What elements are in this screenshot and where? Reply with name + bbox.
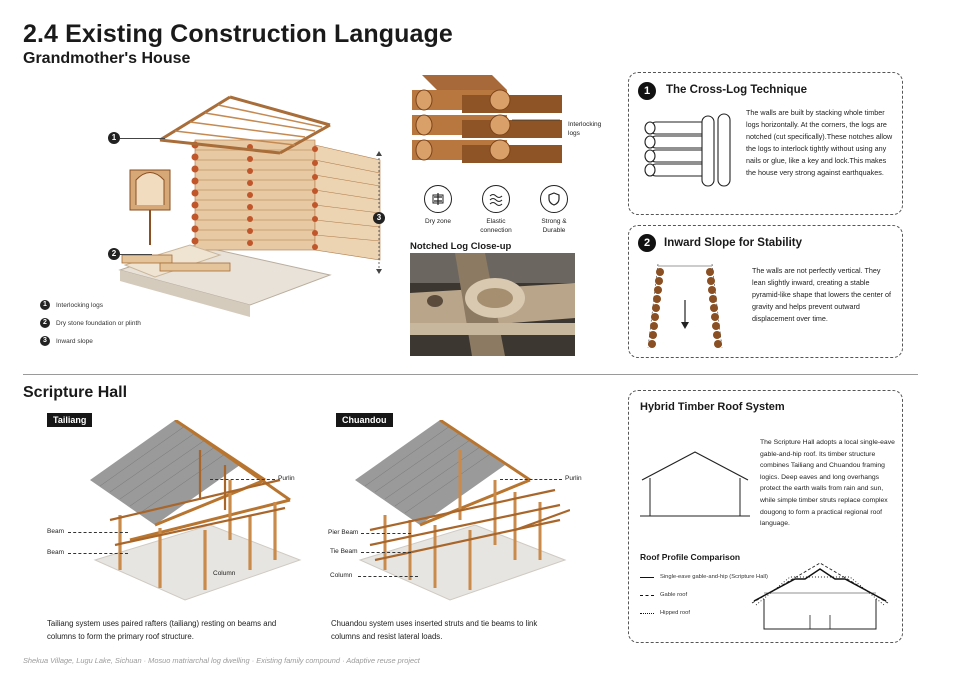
page-title: 2.4 Existing Construction Language: [23, 20, 453, 48]
tailiang-structure-illustration: [90, 420, 302, 601]
tailiang-beam-label-2: Beam: [47, 549, 64, 556]
card-2-text: The walls are not perfectly vertical. Th…: [752, 266, 892, 323]
house-legend: 1 Interlocking logs 2 Dry stone foundati…: [40, 298, 141, 348]
marker-1-leader: [120, 138, 165, 139]
chuandou-purlin-leader: [500, 479, 562, 480]
legend-label: Hipped roof: [660, 610, 690, 616]
feature-elastic-connection: Elastic connection: [478, 185, 514, 235]
marker-3-dimension-arrow: [376, 151, 382, 274]
legend-number: 3: [40, 336, 50, 346]
legend-number: 1: [40, 300, 50, 310]
legend-item-dotted: Hipped roof: [640, 606, 768, 620]
hybrid-roof-card: [628, 390, 903, 643]
feature-strong-durable: Strong & Durable: [536, 185, 572, 235]
interlocking-logs-illustration: [412, 75, 562, 163]
tailiang-caption: Tailiang system uses paired rafters (tai…: [47, 619, 277, 641]
footer-caption: Shekua Village, Lugu Lake, Sichuan · Mos…: [23, 656, 420, 665]
shield-icon: [540, 185, 568, 213]
legend-label: Inward slope: [56, 337, 93, 345]
elastic-connection-icon: [482, 185, 510, 213]
comparison-title: Roof Profile Comparison: [640, 552, 741, 562]
marker-1: 1: [108, 132, 120, 144]
solid-line-swatch: [640, 576, 654, 578]
roof-profile-legend: Single-eave gable-and-hip (Scripture Hal…: [640, 570, 768, 620]
chuandou-structure-illustration: [355, 420, 570, 601]
interlocking-logs-label: Interlocking logs: [568, 121, 602, 137]
log-house-illustration: [118, 95, 381, 317]
tailiang-beam-label-1: Beam: [47, 528, 64, 535]
legend-label: Interlocking logs: [56, 301, 103, 309]
tailiang-beam-leader-1: [68, 532, 128, 533]
chuandou-pier-beam-label: Pier Beam: [328, 529, 359, 536]
card-1-number: 1: [638, 82, 656, 100]
dry-zone-label: Dry zone: [424, 218, 451, 225]
cross-log-technique-card: [628, 72, 903, 215]
card-1-title: The Cross-Log Technique: [666, 84, 807, 96]
chuandou-tie-beam-leader: [361, 552, 411, 553]
chuandou-column-leader: [358, 576, 418, 577]
section-divider: [23, 374, 918, 375]
marker-2-leader: [120, 254, 152, 255]
gable-hip-section-diagram: [640, 451, 750, 517]
stacked-logs-icon: [644, 113, 731, 187]
section-heading-scripture-hall: Scripture Hall: [23, 384, 128, 401]
tailiang-beam-leader-2: [68, 553, 128, 554]
marker-3: 3: [373, 212, 385, 224]
feature-icons: Dry zone Elastic connection Strong & Dur…: [420, 185, 572, 235]
dashed-line-swatch: [640, 594, 654, 596]
legend-label: Gable roof: [660, 592, 688, 598]
legend-item: 1 Interlocking logs: [40, 298, 141, 312]
legend-item-dashed: Gable roof: [640, 588, 768, 602]
marker-2: 2: [108, 248, 120, 260]
legend-label: Dry stone foundation or plinth: [56, 319, 141, 327]
chuandou-tie-beam-label: Tie Beam: [330, 548, 358, 555]
tailiang-purlin-leader: [210, 479, 275, 480]
card-2-title: Inward Slope for Stability: [664, 237, 803, 249]
card-3-title: Hybrid Timber Roof System: [640, 401, 785, 413]
dotted-line-swatch: [640, 612, 654, 614]
chuandou-purlin-label: Purlin: [565, 475, 582, 482]
feature-dry-zone: Dry zone: [420, 185, 456, 235]
card-3-text: The Scripture Hall adopts a local single…: [760, 439, 895, 528]
tailiang-column-label: Column: [213, 570, 236, 577]
card-2-number: 2: [638, 234, 656, 252]
legend-item: 2 Dry stone foundation or plinth: [40, 316, 141, 330]
dry-zone-icon: [424, 185, 452, 213]
photo-title: Notched Log Close-up: [410, 241, 512, 252]
legend-item-solid: Single-eave gable-and-hip (Scripture Hal…: [640, 570, 768, 584]
inward-slope-card: [628, 225, 903, 358]
tailiang-purlin-label: Purlin: [278, 475, 295, 482]
legend-item: 3 Inward slope: [40, 334, 141, 348]
roof-profile-comparison-diagram: [751, 562, 889, 630]
chuandou-pier-beam-leader: [361, 533, 411, 534]
chuandou-column-label: Column: [330, 572, 353, 579]
legend-label: Single-eave gable-and-hip (Scripture Hal…: [660, 574, 768, 580]
notched-log-photo: [410, 253, 575, 356]
legend-number: 2: [40, 318, 50, 328]
chuandou-tag: Chuandou: [336, 413, 393, 427]
section-heading-grandmothers-house: Grandmother's House: [23, 50, 191, 67]
card-1-text: The walls are built by stacking whole ti…: [746, 108, 893, 177]
chuandou-caption: Chuandou system uses inserted struts and…: [331, 619, 538, 641]
elastic-connection-label: Elastic connection: [480, 218, 512, 234]
strong-durable-label: Strong & Durable: [541, 218, 567, 234]
tailiang-tag: Tailiang: [47, 413, 93, 427]
inward-slope-diagram: [647, 263, 723, 349]
